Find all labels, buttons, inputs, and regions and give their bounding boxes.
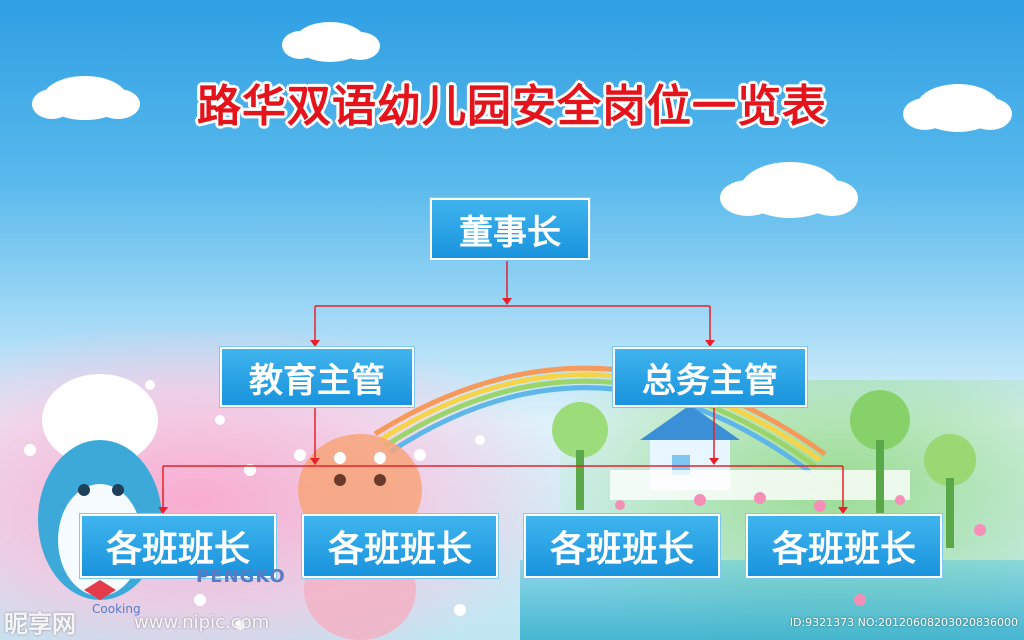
watermark-id: ID:9321373 NO:20120608203020836000	[789, 616, 1018, 629]
flower-decorations	[24, 380, 485, 630]
connector-arrowheads	[158, 298, 848, 514]
page-title: 路华双语幼儿园安全岗位一览表	[197, 81, 827, 132]
watermark-brand: 昵享网	[4, 610, 76, 638]
node-education-supervisor: 教育主管	[220, 347, 414, 407]
pengko-logo-text: PENGKO	[196, 566, 286, 587]
rainbow	[373, 365, 827, 474]
cloud-right	[903, 84, 1012, 132]
node-class-leader-2: 各班班长	[302, 514, 498, 578]
cloud-left	[32, 76, 140, 120]
node-chairman: 董事长	[430, 198, 590, 260]
trees	[552, 390, 976, 548]
org-connectors	[162, 257, 844, 512]
node-class-leader-1: 各班班长	[80, 514, 276, 578]
cloud-mid-right	[720, 162, 858, 218]
house-illustration	[610, 405, 910, 500]
cloud-top-left	[282, 22, 380, 62]
cooking-text: Cooking	[92, 602, 141, 616]
node-class-leader-3: 各班班长	[524, 514, 720, 578]
node-general-affairs-supervisor: 总务主管	[613, 347, 807, 407]
node-class-leader-4: 各班班长	[746, 514, 942, 578]
watermark-url: www.nipic.com	[134, 612, 270, 633]
pink-flower-decorations	[615, 492, 986, 606]
